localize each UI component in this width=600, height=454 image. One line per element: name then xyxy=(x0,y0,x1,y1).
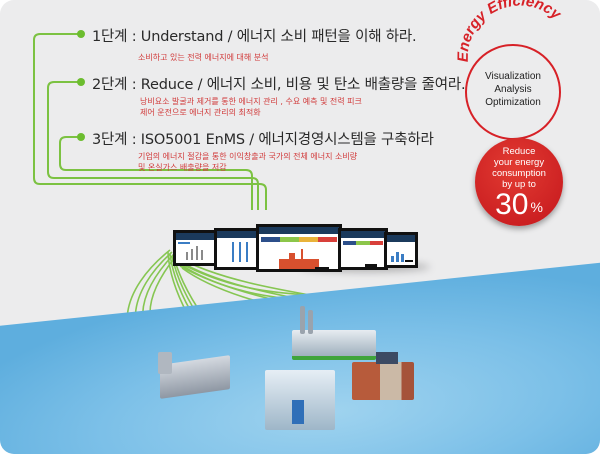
step3-title: 3단계 : ISO5001 EnMS / 에너지경영시스템을 구축하라 xyxy=(92,132,434,148)
step2-title: 2단계 : Reduce / 에너지 소비, 비용 및 탄소 배출량을 줄여라. xyxy=(92,77,466,93)
step1-bullet-icon xyxy=(77,30,85,38)
town-buildings-icon xyxy=(352,362,414,400)
step2-desc-line2: 제어 운전으로 에너지 관리의 최적화 xyxy=(140,108,261,117)
item-optimization: Optimization xyxy=(485,97,541,108)
airport-tower-icon xyxy=(158,352,172,374)
badge-line-1: Reduce xyxy=(502,146,536,157)
power-plant-icon xyxy=(292,330,376,360)
item-visualization: Visualization xyxy=(485,71,541,82)
badge-line-3: consumption xyxy=(492,168,546,179)
dashboard-screen-5 xyxy=(384,232,418,268)
step3-desc-line2: 및 온실가스 배출량을 저감 xyxy=(138,163,227,172)
badge-unit: % xyxy=(530,199,543,215)
reduce-consumption-badge: Reduce your energy consumption by up to … xyxy=(475,138,563,226)
badge-line-4: by up to xyxy=(502,179,536,190)
efficiency-items: Visualization Analysis Optimization xyxy=(465,70,561,109)
badge-line-2: your energy xyxy=(493,157,545,168)
step1-desc: 소비하고 있는 전력 에너지에 대해 분석 xyxy=(138,53,269,62)
hospital-h-sign-icon xyxy=(292,400,304,424)
dashboard-screen-2 xyxy=(214,228,260,270)
chimney-icon xyxy=(300,306,305,334)
item-analysis: Analysis xyxy=(494,84,532,95)
chimney-icon-2 xyxy=(308,310,313,334)
step3-bullet-icon xyxy=(77,133,85,141)
step3-desc-line1: 기업의 에너지 절감을 통한 이익창출과 국가의 전체 에너지 소비량 xyxy=(138,152,358,161)
step1-title: 1단계 : Understand / 에너지 소비 패턴을 이해 하라. xyxy=(92,29,417,45)
step2-desc-line1: 낭비요소 발굴과 제거를 통한 에너지 관리 , 수요 예측 및 전력 피크 xyxy=(140,97,362,106)
dashboard-screen-4 xyxy=(338,228,388,270)
town-roof-icon xyxy=(376,352,398,364)
dashboard-screen-main xyxy=(256,224,342,272)
badge-value: 30 xyxy=(495,188,529,221)
step2-bullet-icon xyxy=(77,78,85,86)
